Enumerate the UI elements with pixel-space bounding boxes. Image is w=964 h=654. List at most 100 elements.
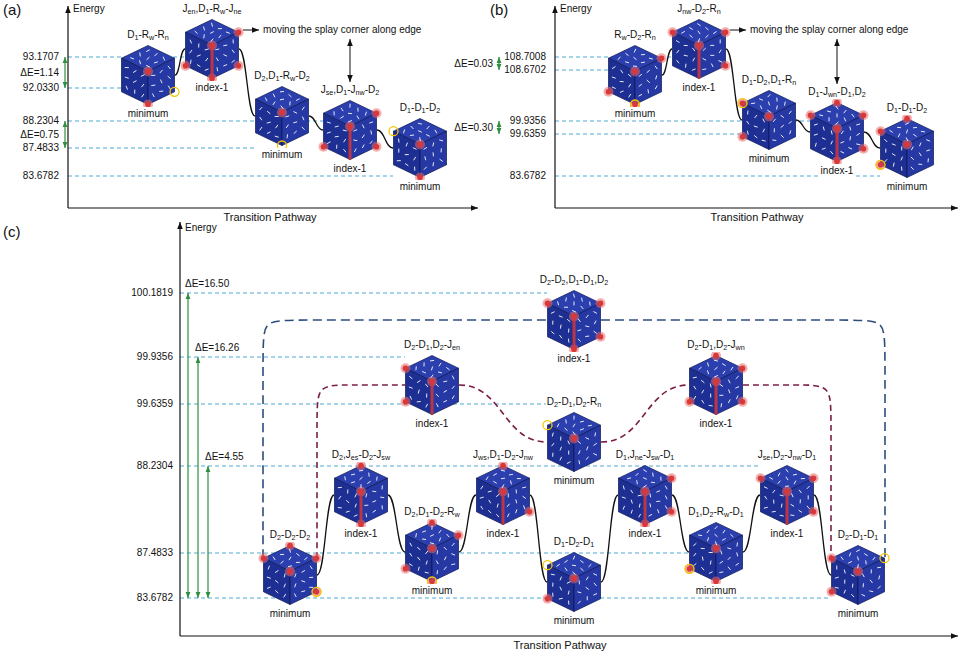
director-dash [665, 496, 667, 500]
director-dash [426, 135, 430, 137]
defect-spot [287, 543, 293, 549]
director-dash [151, 85, 155, 87]
director-dash [496, 494, 499, 496]
text-part: -D [699, 339, 710, 350]
director-dash [844, 118, 846, 122]
director-dash [892, 154, 895, 156]
defect-spot [598, 300, 604, 306]
defect-glow [569, 433, 579, 443]
state-label: D2-D1,D2-Jen [403, 338, 461, 352]
director-dash [273, 557, 275, 560]
director-dash [370, 141, 373, 144]
director-dash [586, 577, 588, 580]
director-dash [280, 99, 284, 101]
director-dash [714, 375, 718, 377]
defect-spot [236, 63, 242, 69]
director-dash [340, 116, 343, 118]
text-part: -D [802, 449, 813, 460]
annotation-label: 108.6702 [503, 64, 547, 76]
director-dash [873, 557, 876, 560]
text-part: ,D [265, 70, 275, 81]
director-dash [436, 561, 438, 565]
director-dash [160, 70, 163, 73]
director-dash [708, 363, 709, 367]
director-dash [435, 130, 437, 133]
subscript: 2 [375, 88, 379, 97]
defect-glow [902, 114, 912, 124]
director-dash [409, 387, 413, 388]
director-dash [359, 470, 363, 471]
director-dash [353, 139, 357, 141]
director-dash [281, 561, 284, 564]
director-dash [649, 514, 653, 516]
text-part: ,D [770, 449, 780, 460]
director-dash [346, 500, 349, 503]
director-dash [168, 86, 170, 89]
leader-arrow [243, 30, 259, 31]
defect-spot [811, 509, 817, 515]
director-dash [681, 31, 684, 33]
director-dash [146, 65, 150, 67]
subscript: ne [234, 7, 242, 16]
text-part: D [254, 70, 261, 81]
defect-glow [285, 541, 295, 551]
highlight-circle [880, 554, 889, 563]
director-dash [302, 570, 305, 572]
director-dash [836, 122, 839, 125]
director-dash [878, 586, 881, 589]
transition-curve [796, 120, 810, 132]
annotation-label: (a) [2, 1, 22, 19]
director-dash [594, 583, 597, 586]
director-dash [302, 107, 304, 110]
state-label: Jen,D1-Rw-Jne [181, 2, 242, 16]
director-dash [709, 552, 713, 553]
director-dash [357, 108, 358, 112]
cube-illustration [476, 465, 530, 525]
cube-face [394, 131, 421, 177]
director-dash [295, 574, 296, 578]
annotation-label: 83.6782 [136, 592, 174, 604]
subscript: 1 [275, 74, 279, 83]
defect-glow [401, 397, 411, 407]
director-dash [814, 124, 818, 125]
director-dash [647, 80, 650, 83]
state-node: D1-D1-D2minimum [393, 118, 447, 178]
director-dash [772, 511, 776, 513]
director-dash [869, 590, 873, 592]
director-dash [656, 491, 660, 492]
cube-face [350, 113, 377, 159]
director-dash [612, 66, 615, 68]
director-dash [152, 93, 154, 97]
director-dash [205, 58, 207, 61]
director-dash [414, 167, 415, 171]
director-dash [567, 462, 571, 464]
subscript: 1 [343, 88, 347, 97]
cube-face [548, 425, 575, 471]
annotation-label: (c) [2, 223, 22, 241]
director-dash [417, 547, 420, 550]
cube-face [699, 32, 726, 78]
point-type-label: index-1 [628, 527, 663, 540]
director-dash [418, 123, 422, 125]
director-dash [301, 590, 305, 592]
director-dash [560, 577, 561, 581]
point-type-label: index-1 [682, 81, 717, 94]
subscript: 1 [561, 540, 565, 549]
director-dash [410, 396, 412, 400]
director-dash [422, 531, 426, 532]
director-dash [267, 132, 271, 134]
director-dash [684, 45, 688, 46]
cube-illustration [608, 45, 662, 105]
director-dash [218, 28, 222, 29]
text-part: D [547, 396, 554, 407]
director-dash [827, 111, 831, 113]
defect-glow [902, 139, 912, 149]
director-dash [560, 335, 562, 338]
cube-illustration [672, 19, 726, 79]
director-dash [905, 123, 909, 125]
director-dash [338, 487, 342, 488]
director-dash [790, 514, 794, 516]
text-part: -D [295, 70, 306, 81]
state-label: Jnw-D2-Rn [676, 2, 721, 16]
